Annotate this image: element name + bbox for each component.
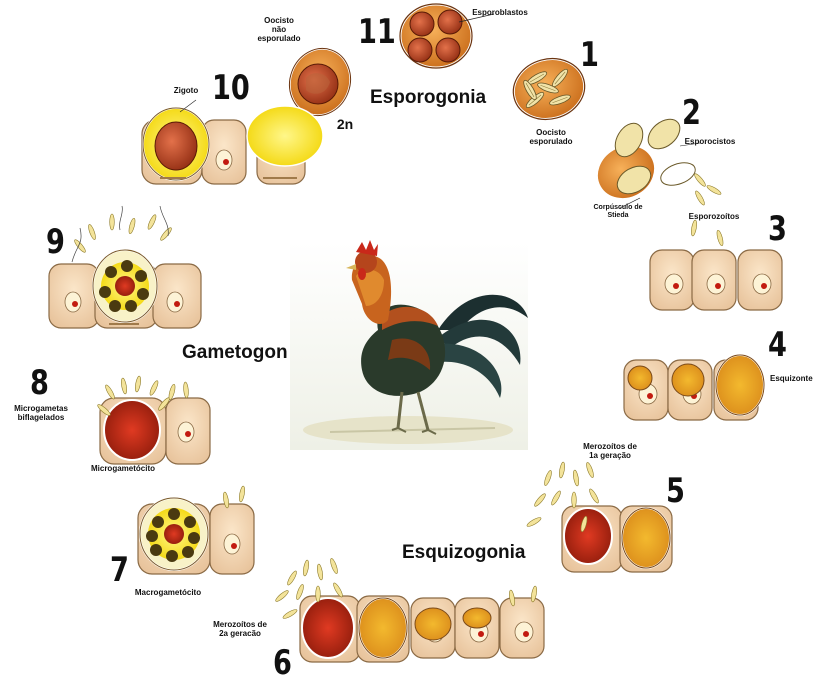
label-esquizonte: Esquizonte	[770, 374, 819, 383]
label-line: Corpúsculo de	[583, 204, 653, 212]
label-oocisto-esporulado: Oocisto esporulado	[521, 128, 581, 146]
label-line: Merozoítos de	[574, 442, 646, 451]
label-line: 2a geracão	[204, 629, 276, 638]
label-line: esporulado	[249, 34, 309, 43]
label-merozoitos-1: Merozoítos de 1a geração	[574, 442, 646, 460]
step-number-9: 9	[46, 225, 65, 259]
label-line: biflagelados	[6, 413, 76, 422]
label-ploidy-2n: 2n	[330, 116, 360, 132]
step-number-10: 10	[212, 71, 250, 105]
label-macrogametocito: Macrogametócito	[128, 588, 208, 597]
label-line: não	[249, 25, 309, 34]
step-number-8: 8	[30, 366, 49, 400]
label-line: Merozoítos de	[204, 620, 276, 629]
label-line: 1a geração	[574, 451, 646, 460]
label-esporoblastos: Esporoblastos	[470, 8, 530, 17]
step-number-2: 2	[682, 96, 701, 130]
step-number-1: 1	[580, 38, 599, 72]
label-corpusculo-stieda: Corpúsculo de Stieda	[583, 204, 653, 220]
label-line: Microgametas	[6, 404, 76, 413]
label-esporozoitos: Esporozoítos	[684, 212, 744, 221]
label-zigoto: Zigoto	[166, 86, 206, 95]
step-number-6: 6	[273, 646, 292, 680]
phase-gametogonia: Gametogon	[182, 342, 288, 364]
label-line: Oocisto	[521, 128, 581, 137]
step-number-5: 5	[666, 474, 685, 508]
label-merozoitos-2: Merozoítos de 2a geracão	[204, 620, 276, 638]
label-microgametas: Microgametas biflagelados	[6, 404, 76, 422]
label-line: Oocisto	[249, 16, 309, 25]
step-number-3: 3	[768, 212, 787, 246]
label-esporocistos: Esporocistos	[680, 137, 740, 146]
step-number-11: 11	[358, 15, 396, 49]
step-number-7: 7	[110, 553, 129, 587]
step-number-4: 4	[768, 328, 787, 362]
phase-esporogonia: Esporogonia	[370, 87, 486, 109]
label-microgametocito: Microgametócito	[80, 464, 166, 473]
label-line: esporulado	[521, 137, 581, 146]
label-oocisto-nao-esporulado: Oocisto não esporulado	[249, 16, 309, 44]
phase-esquizogonia: Esquizogonia	[402, 542, 526, 564]
label-line: Stieda	[583, 212, 653, 220]
